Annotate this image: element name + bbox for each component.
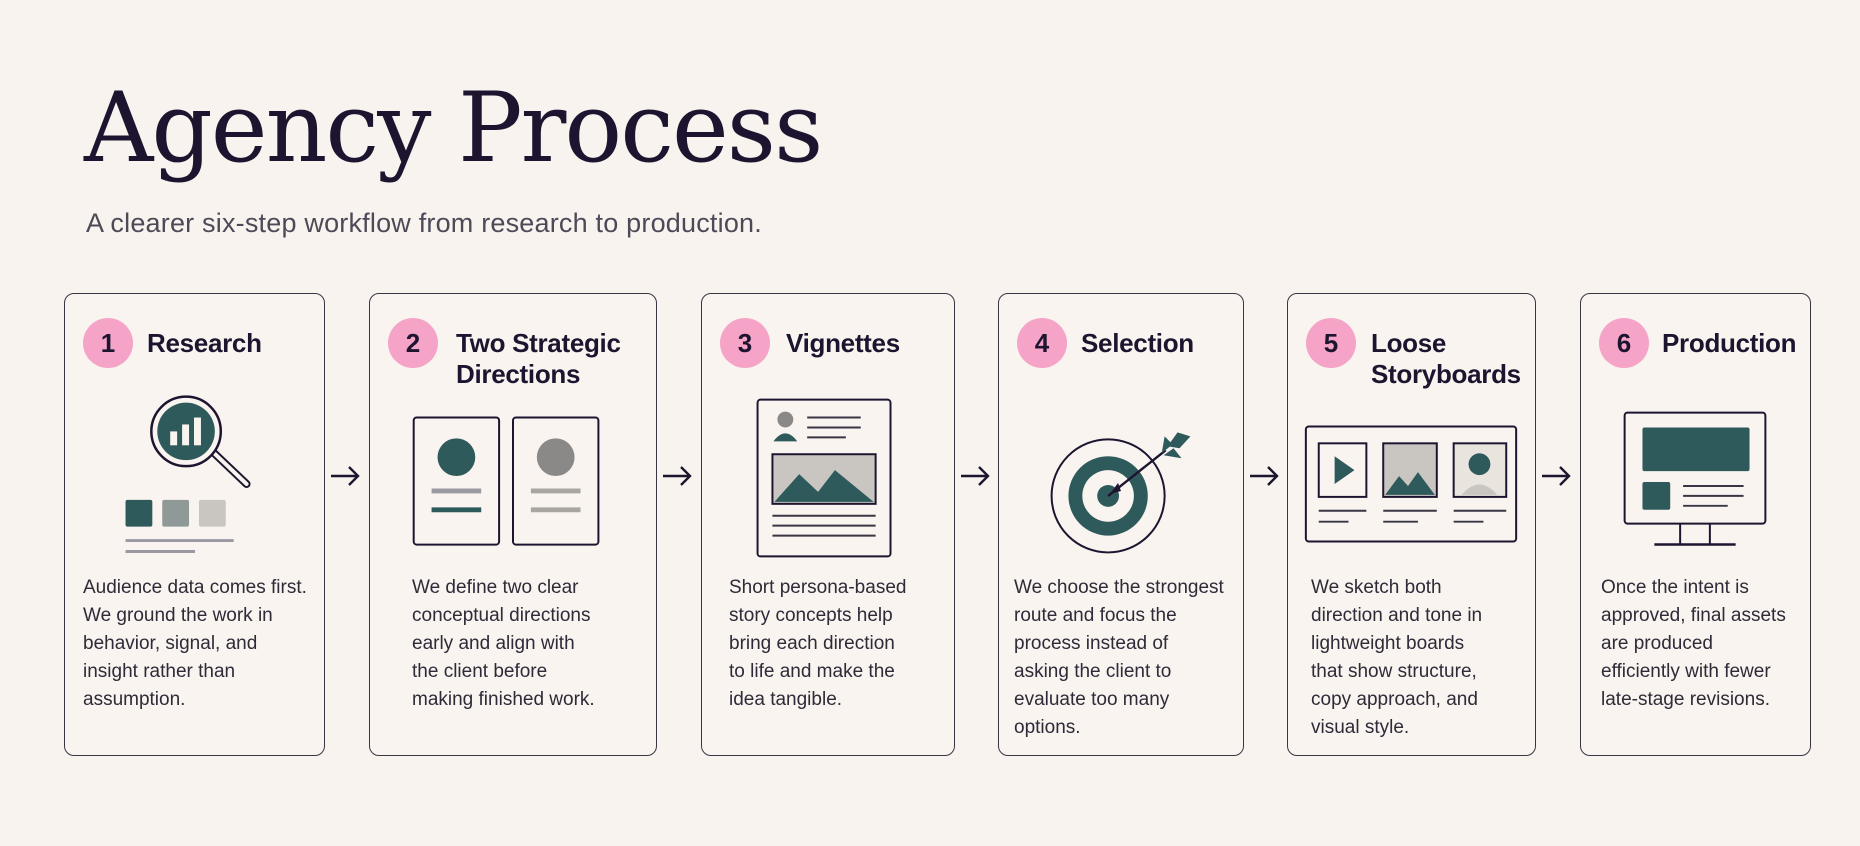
step-description: Once the intent is approved, final asset… — [1601, 577, 1786, 710]
arrow-right-icon — [961, 466, 990, 486]
arrow-right-icon — [663, 466, 692, 486]
step-description: Short persona-based story concepts help … — [729, 577, 907, 710]
storyboard-frames-icon — [1304, 425, 1518, 543]
step-card-production: 6 Production Once the intent is approved… — [1580, 293, 1811, 756]
step-card-loose-storyboards: 5 Loose Storyboards We sketch both direc… — [1287, 293, 1536, 756]
step-title: Loose Storyboards — [1371, 328, 1521, 389]
step-title: Selection — [1081, 328, 1194, 358]
arrow-right-icon — [1250, 466, 1279, 486]
step-description: We define two clear conceptual direction… — [412, 577, 595, 710]
step-card-research: 1 Research Audience data comes first. We… — [64, 293, 325, 756]
arrow-right-icon — [1542, 466, 1571, 486]
step-number-badge: 4 — [1017, 318, 1067, 368]
persona-document-icon — [756, 398, 892, 558]
target-arrow-icon — [1050, 432, 1191, 554]
step-number-badge: 6 — [1599, 318, 1649, 368]
step-description: Audience data comes first. We ground the… — [83, 577, 307, 710]
step-number-badge: 5 — [1306, 318, 1356, 368]
step-title: Two Strategic Directions — [456, 328, 621, 389]
step-title: Research — [147, 328, 262, 358]
step-card-two-strategic-directions: 2 Two Strategic Directions We define two… — [369, 293, 657, 756]
page-title: Agency Process — [84, 72, 823, 184]
page-subtitle: A clearer six-step workflow from researc… — [86, 208, 762, 238]
step-card-vignettes: 3 Vignettes Short persona-based story co… — [701, 293, 955, 756]
step-card-selection: 4 Selection We choose the strongest rout… — [998, 293, 1244, 756]
step-title: Vignettes — [786, 328, 900, 358]
step-description: We choose the strongest route and focus … — [1014, 577, 1224, 738]
step-number-badge: 2 — [388, 318, 438, 368]
arrow-right-icon — [331, 466, 360, 486]
magnifier-chart-icon — [125, 395, 251, 553]
step-title: Production — [1662, 328, 1797, 358]
step-number-badge: 3 — [720, 318, 770, 368]
monitor-layout-icon — [1623, 411, 1767, 546]
step-description: We sketch both direction and tone in lig… — [1311, 577, 1483, 738]
step-number-badge: 1 — [83, 318, 133, 368]
two-direction-cards-icon — [412, 416, 600, 546]
